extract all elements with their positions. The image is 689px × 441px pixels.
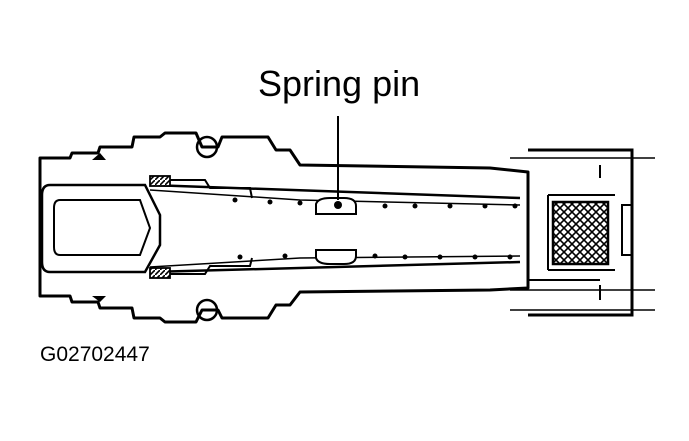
bottom-notch [92,296,106,302]
spring-coil-dots [232,197,518,260]
bore-top-line [149,183,521,200]
knurled-adjuster [551,200,610,266]
plunger-slot [53,199,152,256]
right-housing-slots [528,165,633,300]
spring-pin [334,201,342,209]
collar-top [170,179,253,199]
seal-top [149,175,171,187]
valve-body-outline [38,131,530,324]
bore-top-inner [149,189,521,206]
bore-bottom-line [149,260,521,274]
spring-pin-slot-bottom [315,249,357,265]
top-notch [92,153,106,160]
seal-bottom [149,267,171,279]
ring-bump-top [195,135,219,159]
plunger [40,183,162,274]
callout-label: Spring pin [258,63,421,104]
collar-bottom [170,257,253,275]
bore-bottom-inner [149,255,521,268]
ring-bump-bottom [195,298,219,322]
figure-id: G02702447 [40,343,150,366]
right-housing-inner [547,194,615,271]
